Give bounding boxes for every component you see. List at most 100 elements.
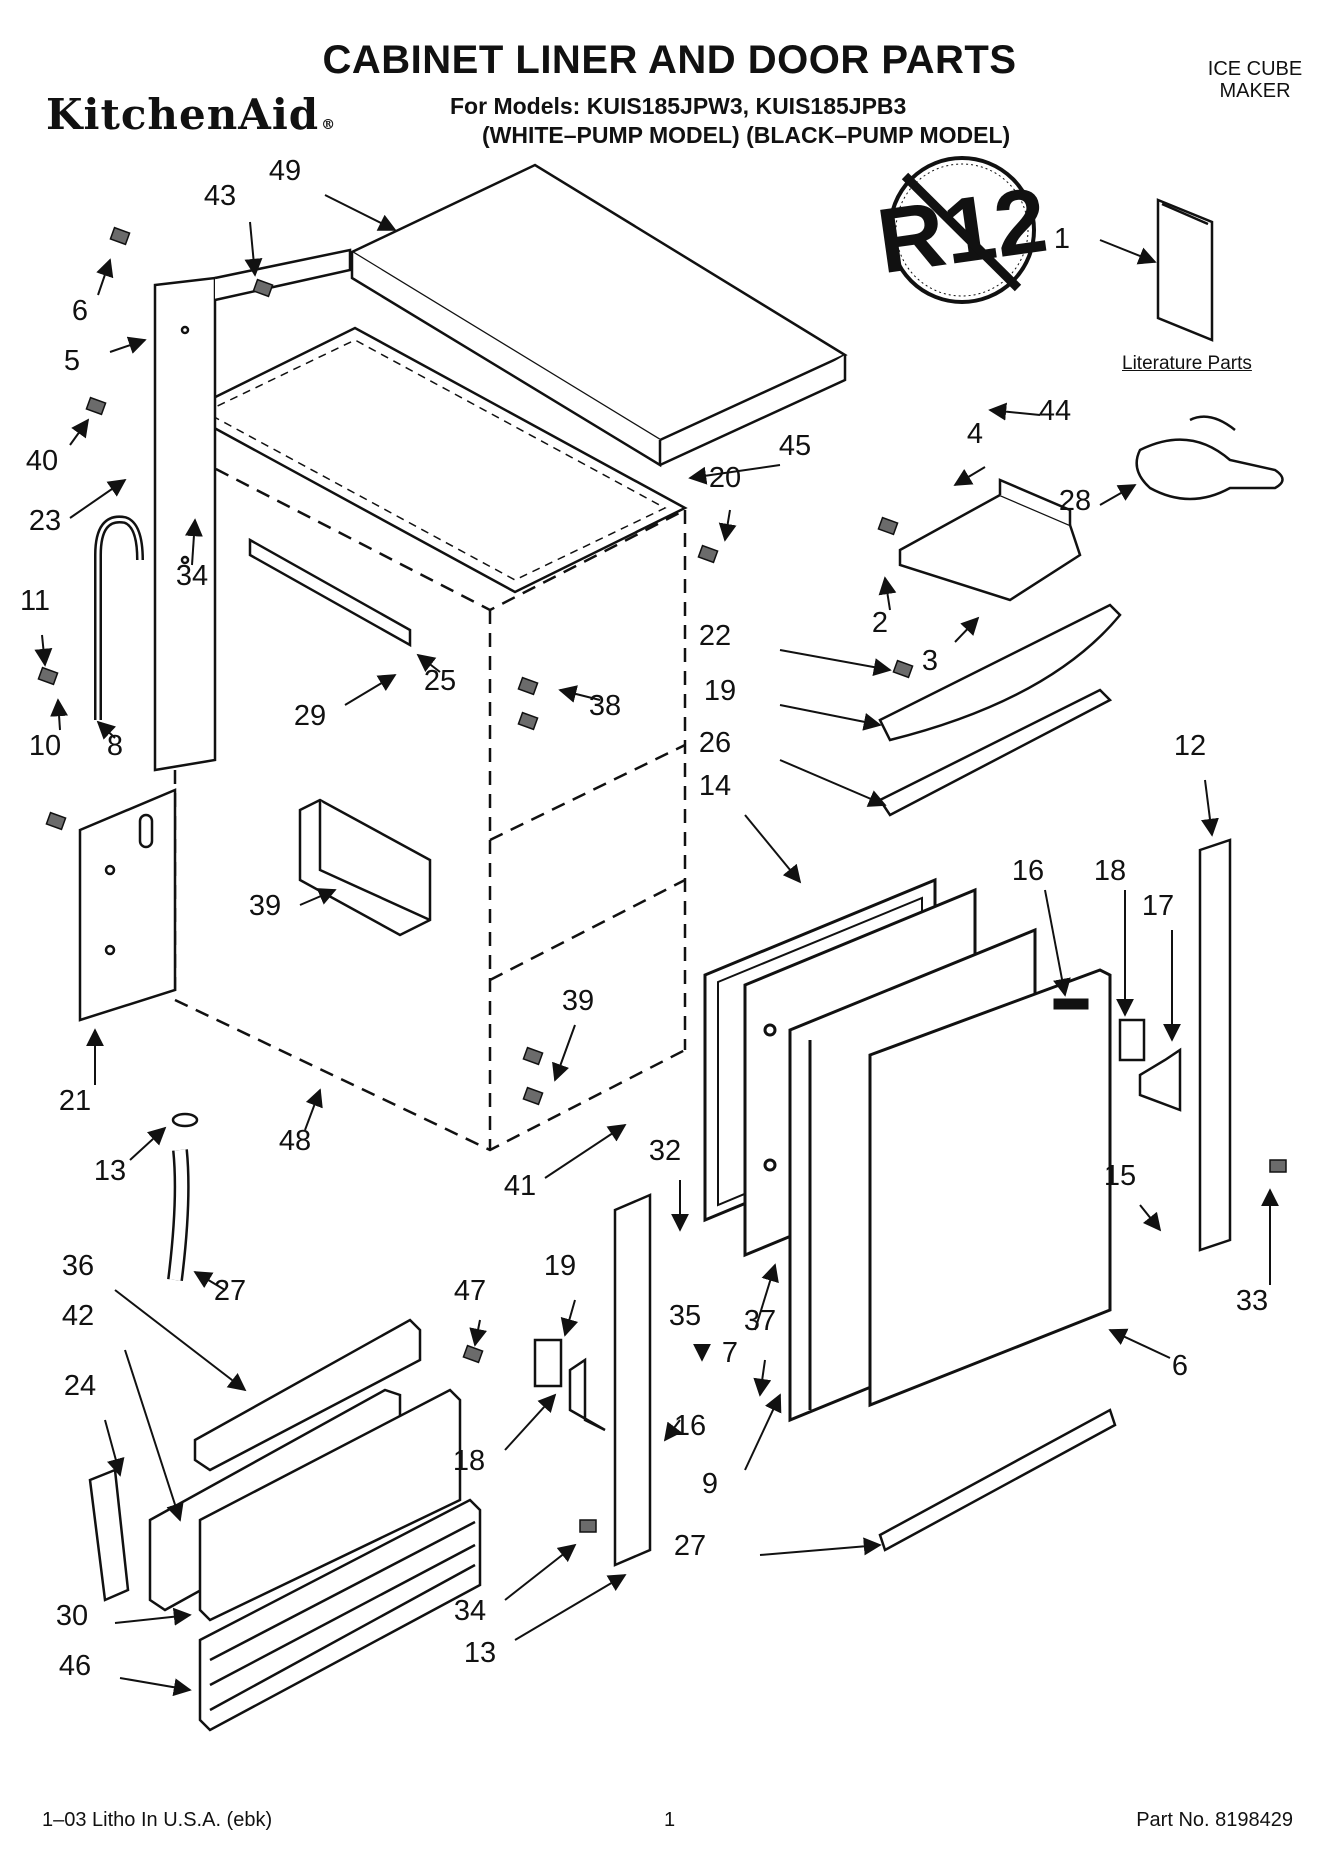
no-r12-badge: R12 <box>871 156 1053 304</box>
leader-arrow-18 <box>504 1393 557 1451</box>
callout-43: 43 <box>204 180 236 212</box>
callout-49: 49 <box>269 155 301 187</box>
callout-22: 22 <box>699 620 731 652</box>
callout-17: 17 <box>1142 890 1174 922</box>
callout-47: 47 <box>454 1275 486 1307</box>
interior-rail <box>248 537 412 648</box>
callout-39: 39 <box>562 985 594 1017</box>
callout-3: 3 <box>922 645 938 677</box>
right-trim-strip <box>1198 838 1232 1252</box>
leader-arrow-27 <box>193 1271 226 1291</box>
leader-arrow-48 <box>304 1088 323 1131</box>
callout-23: 23 <box>29 505 61 537</box>
callout-39: 39 <box>249 890 281 922</box>
leader-arrow-7 <box>754 1263 779 1331</box>
leader-arrow-5 <box>109 336 147 354</box>
product-type-line-2: MAKER <box>1219 80 1291 102</box>
door-deflector <box>878 603 1122 817</box>
leader-arrow-1 <box>1099 239 1157 265</box>
page-number: 1 <box>663 1809 676 1831</box>
cabinet-top-frame <box>182 326 688 594</box>
leader-arrow-44 <box>988 402 1041 421</box>
leader-arrow-16 <box>1044 889 1071 997</box>
model-list: For Models: KUIS185JPW3, KUIS185JPB3 (WH… <box>450 92 1010 150</box>
hose-clamp <box>171 1112 199 1128</box>
leader-arrow-39 <box>299 888 337 906</box>
leader-arrow-6 <box>1108 1328 1171 1359</box>
callout-19: 19 <box>544 1250 576 1282</box>
leader-arrow-47 <box>469 1319 488 1347</box>
callout-32: 32 <box>649 1135 681 1167</box>
callout-16: 16 <box>674 1410 706 1442</box>
screws <box>37 226 1287 1533</box>
evaporator-trough <box>298 798 432 937</box>
leader-arrow-3 <box>954 616 980 643</box>
footer-print-info: 1–03 Litho In U.S.A. (ebk) <box>42 1809 273 1831</box>
leader-arrow-20 <box>718 509 737 542</box>
callout-6: 6 <box>1172 1350 1188 1382</box>
leader-arrow-40 <box>69 418 90 446</box>
callout-20: 20 <box>709 462 741 494</box>
callout-34: 34 <box>176 560 208 592</box>
callout-13: 13 <box>94 1155 126 1187</box>
leader-arrow-24 <box>104 1419 125 1477</box>
leader-arrow-16 <box>663 1419 682 1442</box>
leader-arrow-22 <box>779 649 892 676</box>
page-title: CABINET LINER AND DOOR PARTS <box>322 38 1017 82</box>
callout-18: 18 <box>453 1445 485 1477</box>
top-cover <box>349 163 848 468</box>
leader-arrow-8 <box>96 720 116 740</box>
callout-40: 40 <box>26 445 58 477</box>
leader-arrow-30 <box>114 1607 192 1626</box>
leader-arrow-36 <box>114 1289 247 1392</box>
leader-arrow-37 <box>753 1359 772 1397</box>
leader-arrow-13 <box>129 1126 167 1161</box>
models-line-1: For Models: KUIS185JPW3, KUIS185JPB3 <box>450 93 907 119</box>
literature-booklet <box>1156 198 1214 342</box>
leader-arrow-13 <box>514 1574 627 1641</box>
callout-24: 24 <box>64 1370 96 1402</box>
leader-arrow-23 <box>69 478 127 519</box>
callout-18: 18 <box>1094 855 1126 887</box>
kickplate-foam-block <box>88 1468 130 1602</box>
callout-leaders <box>34 194 1279 1697</box>
callout-33: 33 <box>1236 1285 1268 1317</box>
leader-arrow-12 <box>1201 779 1219 837</box>
brand-name: KitchenAid <box>46 90 320 139</box>
leader-arrow-43 <box>244 221 263 277</box>
leader-arrow-2 <box>878 576 897 611</box>
callout-labels: 1234566789101112131314151616171818191920… <box>20 155 1268 1682</box>
leader-arrow-4 <box>953 466 986 486</box>
product-type: ICE CUBE MAKER <box>1190 58 1320 102</box>
registered-mark: ® <box>321 117 337 133</box>
callout-35: 35 <box>669 1300 701 1332</box>
callout-27: 27 <box>674 1530 706 1562</box>
callout-26: 26 <box>699 727 731 759</box>
callout-13: 13 <box>464 1637 496 1669</box>
callout-11: 11 <box>20 585 50 617</box>
leader-arrow-28 <box>1099 484 1137 506</box>
callout-1: 1 <box>1054 223 1070 255</box>
callout-9: 9 <box>702 1468 718 1500</box>
callout-45: 45 <box>779 430 811 462</box>
leader-arrow-46 <box>119 1677 192 1697</box>
leader-arrow-19 <box>779 704 882 731</box>
callout-6: 6 <box>72 295 88 327</box>
leader-arrow-27 <box>759 1537 882 1556</box>
leader-arrow-34 <box>504 1543 577 1601</box>
leader-arrow-29 <box>344 674 397 706</box>
product-type-line-1: ICE CUBE <box>1207 58 1303 80</box>
leader-arrow-38 <box>558 685 601 703</box>
callout-4: 4 <box>967 418 983 450</box>
callout-10: 10 <box>29 730 61 762</box>
leader-arrow-42 <box>124 1349 184 1522</box>
kickplate-bracket <box>193 1318 422 1472</box>
bottom-door-rail <box>878 1408 1117 1552</box>
drain-tube <box>94 515 144 720</box>
models-line-2: (WHITE–PUMP MODEL) (BLACK–PUMP MODEL) <box>482 122 1011 148</box>
callout-2: 2 <box>872 607 888 639</box>
leader-arrow-41 <box>544 1124 627 1179</box>
leader-arrow-6 <box>96 258 114 296</box>
brand-logo: KitchenAid® <box>46 90 336 139</box>
leader-arrow-45 <box>688 464 781 485</box>
